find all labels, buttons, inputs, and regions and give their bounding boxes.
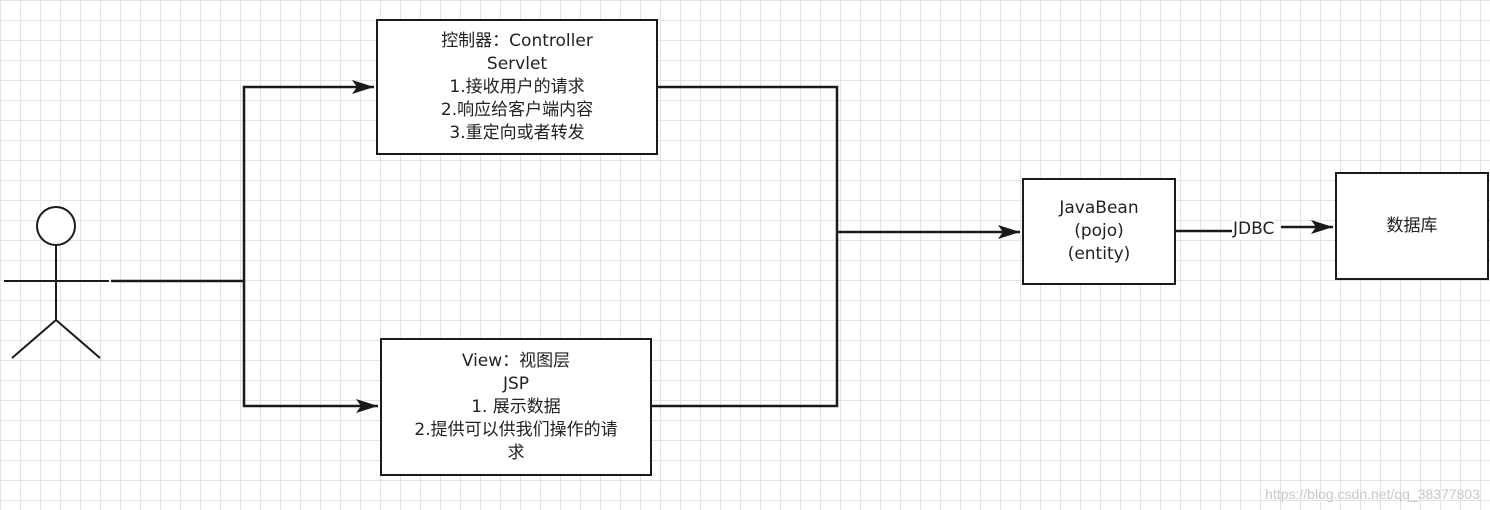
javabean-box: JavaBean (pojo) (entity): [1022, 178, 1176, 285]
view-duty-2: 2.提供可以供我们操作的请: [414, 419, 618, 440]
javabean-title: JavaBean: [1059, 198, 1139, 218]
user-to-controller-arrow: [111, 80, 374, 283]
watermark: https://blog.csdn.net/qq_38377803: [1265, 486, 1480, 502]
controller-box: 控制器：Controller Servlet 1.接收用户的请求 2.响应给客户…: [376, 19, 658, 155]
controller-title: 控制器：Controller: [441, 30, 593, 51]
view-duty-1: 1. 展示数据: [471, 396, 561, 417]
javabean-entity: (entity): [1067, 244, 1131, 264]
controller-duty-2: 2.响应给客户端内容: [440, 99, 594, 120]
jdbc-label: JDBC: [1232, 218, 1276, 240]
view-title: View：视图层: [461, 350, 571, 371]
database-label: 数据库: [1386, 215, 1438, 236]
controller-to-junction-line: [652, 85, 839, 408]
actor-head: [36, 206, 76, 246]
actor-right-leg: [55, 319, 101, 359]
actor-left-leg: [11, 319, 57, 359]
controller-subtitle: Servlet: [486, 53, 548, 74]
javabean-pojo: (pojo): [1074, 221, 1124, 241]
controller-duty-1: 1.接收用户的请求: [449, 76, 585, 97]
database-box: 数据库: [1335, 172, 1489, 280]
view-box: View：视图层 JSP 1. 展示数据 2.提供可以供我们操作的请 求: [380, 338, 652, 476]
view-subtitle: JSP: [502, 373, 530, 394]
user-actor-icon: [4, 206, 109, 359]
view-duty-2-cont: 求: [507, 442, 525, 463]
controller-duty-3: 3.重定向或者转发: [449, 122, 585, 143]
user-to-view-arrow: [242, 281, 378, 413]
